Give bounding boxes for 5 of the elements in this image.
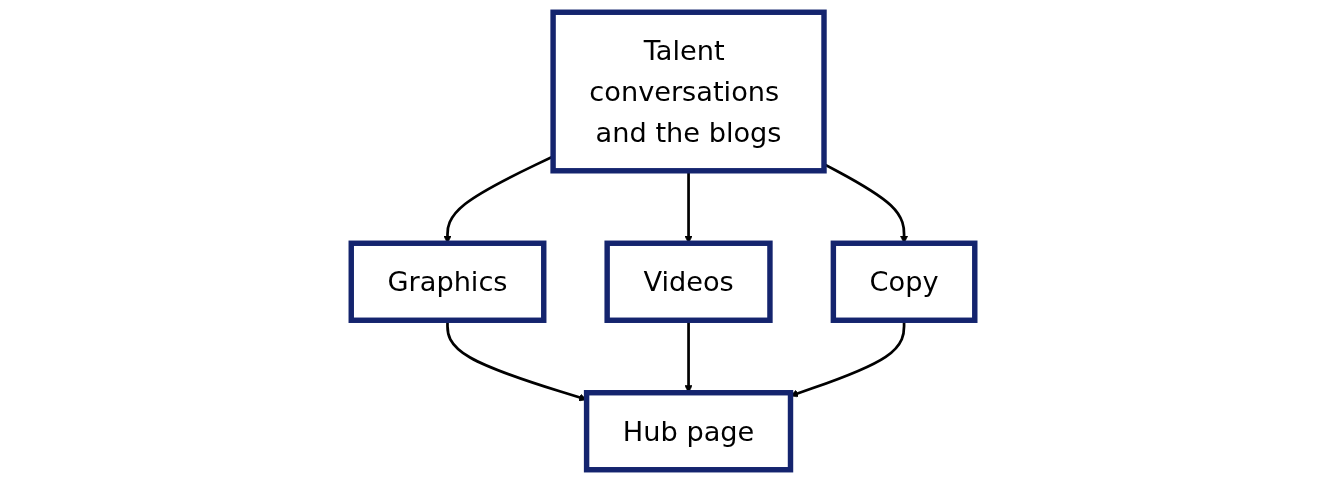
node-box: Hub page (583, 390, 794, 473)
node-box: Videos (604, 240, 773, 323)
node-box: Talent conversations and the blogs (550, 9, 827, 174)
node-box: Copy (830, 240, 978, 323)
node-box: Graphics (348, 240, 547, 323)
